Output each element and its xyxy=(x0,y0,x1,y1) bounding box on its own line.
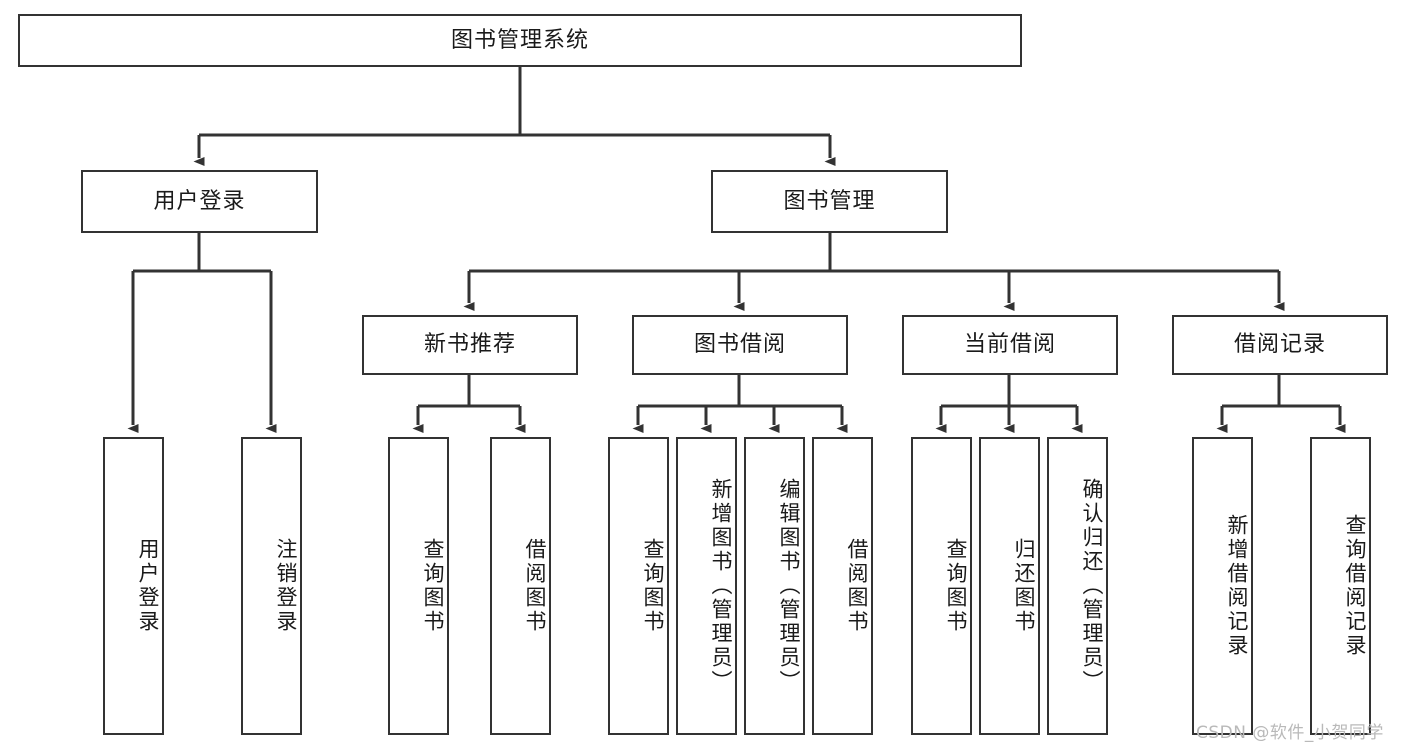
node-book-borrow-label: 图书借阅 xyxy=(693,332,786,358)
node-user-login-label: 用户登录 xyxy=(153,188,246,214)
node-leaf-user-login[interactable]: 用户登录 xyxy=(103,437,164,735)
node-leaf-confirm-return[interactable]: 确认归还（管理员） xyxy=(1047,437,1108,735)
node-current-borrow-label: 当前借阅 xyxy=(963,332,1056,358)
node-root[interactable]: 图书管理系统 xyxy=(18,14,1022,67)
node-leaf-add-book[interactable]: 新增图书（管理员） xyxy=(676,437,737,735)
node-leaf-borrow-book-2[interactable]: 借阅图书 xyxy=(812,437,873,735)
node-leaf-user-login-label: 用户登录 xyxy=(136,538,160,634)
node-leaf-query-book-2-label: 查询图书 xyxy=(641,538,665,634)
node-root-label: 图书管理系统 xyxy=(450,27,589,53)
node-current-borrow[interactable]: 当前借阅 xyxy=(902,315,1118,375)
node-leaf-query-book-1-label: 查询图书 xyxy=(421,538,445,634)
node-leaf-return-book-label: 归还图书 xyxy=(1012,538,1036,634)
node-leaf-borrow-book-1-label: 借阅图书 xyxy=(523,538,547,634)
node-leaf-query-record-label: 查询借阅记录 xyxy=(1343,514,1367,658)
node-book-manage[interactable]: 图书管理 xyxy=(711,170,948,233)
node-book-manage-label: 图书管理 xyxy=(783,188,876,214)
node-leaf-edit-book[interactable]: 编辑图书（管理员） xyxy=(744,437,805,735)
csdn-watermark: CSDN @软件_小贺同学 xyxy=(1196,723,1384,743)
node-leaf-add-record-label: 新增借阅记录 xyxy=(1225,514,1249,658)
node-leaf-query-book-2[interactable]: 查询图书 xyxy=(608,437,669,735)
node-leaf-confirm-return-label: 确认归还（管理员） xyxy=(1080,478,1104,694)
node-leaf-add-book-label: 新增图书（管理员） xyxy=(709,478,733,694)
node-new-book-rec[interactable]: 新书推荐 xyxy=(362,315,578,375)
node-leaf-borrow-book-1[interactable]: 借阅图书 xyxy=(490,437,551,735)
node-leaf-edit-book-label: 编辑图书（管理员） xyxy=(777,478,801,694)
node-borrow-record-label: 借阅记录 xyxy=(1233,332,1326,358)
node-book-borrow[interactable]: 图书借阅 xyxy=(632,315,848,375)
node-leaf-query-book-1[interactable]: 查询图书 xyxy=(388,437,449,735)
node-leaf-query-book-3-label: 查询图书 xyxy=(944,538,968,634)
node-new-book-rec-label: 新书推荐 xyxy=(423,332,516,358)
node-leaf-query-book-3[interactable]: 查询图书 xyxy=(911,437,972,735)
node-leaf-user-logout-label: 注销登录 xyxy=(274,538,298,634)
node-leaf-add-record[interactable]: 新增借阅记录 xyxy=(1192,437,1253,735)
node-leaf-query-record[interactable]: 查询借阅记录 xyxy=(1310,437,1371,735)
node-leaf-user-logout[interactable]: 注销登录 xyxy=(241,437,302,735)
node-leaf-borrow-book-2-label: 借阅图书 xyxy=(845,538,869,634)
node-user-login[interactable]: 用户登录 xyxy=(81,170,318,233)
node-borrow-record[interactable]: 借阅记录 xyxy=(1172,315,1388,375)
node-leaf-return-book[interactable]: 归还图书 xyxy=(979,437,1040,735)
